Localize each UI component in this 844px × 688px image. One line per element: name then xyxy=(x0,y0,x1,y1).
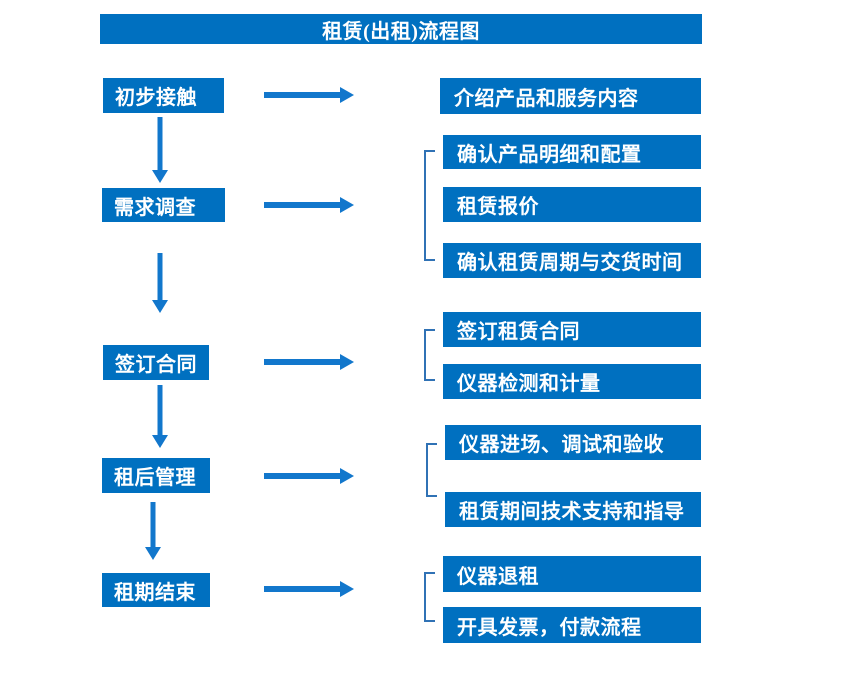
detail-label: 租赁报价 xyxy=(457,196,539,218)
detail-label: 租赁期间技术支持和指导 xyxy=(459,501,685,523)
down-arrow-3 xyxy=(152,385,168,448)
bracket-post-rental-management xyxy=(426,443,437,497)
step-box-post-rental-management: 租后管理 xyxy=(102,458,210,493)
down-arrow-2 xyxy=(152,253,168,313)
detail-label: 介绍产品和服务内容 xyxy=(454,87,639,110)
bracket-demand-survey xyxy=(424,150,435,261)
detail-label: 确认租赁周期与交货时间 xyxy=(457,252,683,274)
detail-box-introduce-products: 介绍产品和服务内容 xyxy=(440,78,701,114)
detail-label: 仪器检测和计量 xyxy=(457,373,601,395)
detail-box-technical-support: 租赁期间技术支持和指导 xyxy=(445,492,701,527)
detail-box-rental-quote: 租赁报价 xyxy=(443,187,701,222)
step-box-sign-contract: 签订合同 xyxy=(103,345,209,380)
detail-box-sign-rental-contract: 签订租赁合同 xyxy=(443,312,701,347)
detail-label: 仪器退租 xyxy=(457,565,539,588)
detail-box-confirm-period-delivery: 确认租赁周期与交货时间 xyxy=(443,243,701,278)
step-label: 租期结束 xyxy=(114,581,196,604)
detail-box-instrument-setup: 仪器进场、调试和验收 xyxy=(445,425,701,460)
step-box-initial-contact: 初步接触 xyxy=(103,78,224,113)
down-arrow-4 xyxy=(145,502,161,560)
page-title: 租赁(出租)流程图 xyxy=(322,20,480,43)
right-arrow-3 xyxy=(264,354,354,370)
right-arrow-5 xyxy=(264,581,354,597)
down-arrow-1 xyxy=(152,117,168,183)
step-label: 签订合同 xyxy=(115,354,197,376)
bracket-rental-end xyxy=(424,572,435,622)
detail-label: 签订租赁合同 xyxy=(457,321,580,343)
right-arrow-1 xyxy=(264,87,354,103)
step-box-demand-survey: 需求调查 xyxy=(102,188,225,222)
step-label: 初步接触 xyxy=(115,87,197,109)
step-label: 需求调查 xyxy=(114,196,196,219)
detail-box-instrument-inspection: 仪器检测和计量 xyxy=(443,364,701,399)
bracket-sign-contract xyxy=(424,329,435,381)
right-arrow-4 xyxy=(264,468,354,484)
step-box-rental-end: 租期结束 xyxy=(102,573,210,607)
detail-box-instrument-return: 仪器退租 xyxy=(443,556,701,592)
right-arrow-2 xyxy=(264,197,354,213)
step-label: 租后管理 xyxy=(114,467,196,489)
detail-label: 开具发票，付款流程 xyxy=(457,616,642,639)
detail-box-confirm-product-details: 确认产品明细和配置 xyxy=(443,135,701,169)
title-bar: 租赁(出租)流程图 xyxy=(100,14,702,44)
detail-label: 确认产品明细和配置 xyxy=(457,143,642,166)
detail-label: 仪器进场、调试和验收 xyxy=(459,434,664,456)
detail-box-invoice-payment: 开具发票，付款流程 xyxy=(443,607,701,643)
